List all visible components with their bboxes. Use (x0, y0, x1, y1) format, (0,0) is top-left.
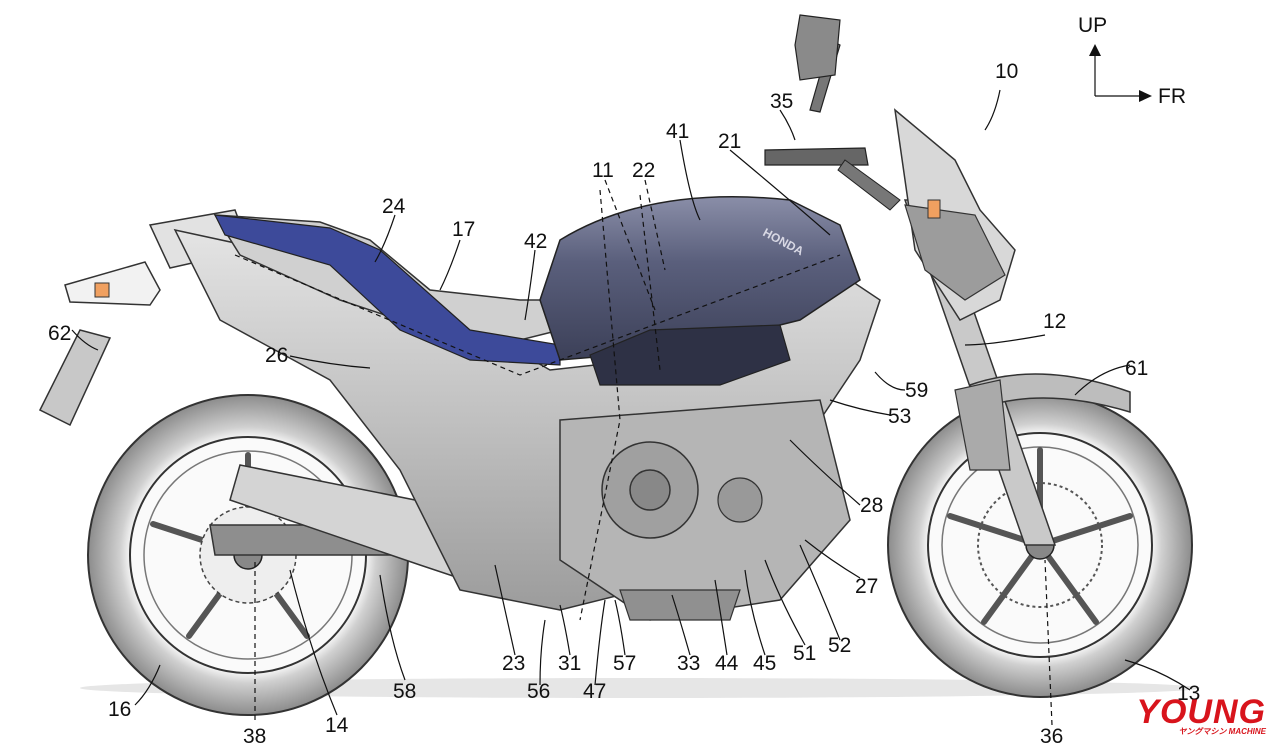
callout-35: 35 (770, 90, 793, 113)
callout-labels: 10 35 41 21 11 22 24 17 42 12 61 62 26 5… (48, 60, 1200, 743)
watermark-logo: YOUNG ヤングマシン MACHINE (1136, 693, 1266, 737)
callout-23: 23 (502, 652, 525, 675)
callout-13: 13 (1177, 682, 1200, 705)
orientation-indicator: UP FR (1078, 14, 1186, 108)
callout-16: 16 (108, 698, 131, 721)
callout-45: 45 (753, 652, 776, 675)
callout-10: 10 (995, 60, 1018, 83)
callout-33: 33 (677, 652, 700, 675)
engine (559, 399, 851, 621)
callout-42: 42 (524, 230, 547, 253)
callout-52: 52 (828, 634, 851, 657)
callout-22: 22 (632, 159, 655, 182)
callout-61: 61 (1125, 357, 1148, 380)
callout-28: 28 (860, 494, 883, 517)
up-label: UP (1078, 14, 1107, 37)
front-label: FR (1158, 85, 1186, 108)
callout-44: 44 (715, 652, 739, 675)
callout-14: 14 (325, 714, 349, 737)
callout-21: 21 (718, 130, 741, 153)
callout-31: 31 (558, 652, 581, 675)
callout-57: 57 (613, 652, 636, 675)
callout-56: 56 (527, 680, 550, 703)
ground-shadow (80, 678, 1200, 698)
watermark-main: YOUNG (1136, 693, 1266, 731)
callout-59: 59 (905, 379, 928, 402)
callout-53: 53 (888, 405, 911, 428)
headlight-cowl (893, 108, 1016, 321)
callout-11: 11 (592, 159, 614, 182)
handlebar (764, 14, 901, 211)
fuel-tank: HONDA (539, 196, 861, 386)
callout-38: 38 (243, 725, 266, 743)
callout-41: 41 (666, 120, 689, 143)
callout-36: 36 (1040, 725, 1063, 743)
callout-26: 26 (265, 344, 288, 367)
callout-24: 24 (382, 195, 406, 218)
callout-62: 62 (48, 322, 71, 345)
callout-51: 51 (793, 642, 816, 665)
watermark-sub: ヤングマシン MACHINE (1178, 727, 1266, 736)
callout-47: 47 (583, 680, 606, 703)
callout-17: 17 (452, 218, 475, 241)
reference-lines (234, 189, 841, 621)
callout-12: 12 (1043, 310, 1066, 333)
callout-27: 27 (855, 575, 878, 598)
callout-leaders (71, 89, 1191, 726)
callout-58: 58 (393, 680, 416, 703)
